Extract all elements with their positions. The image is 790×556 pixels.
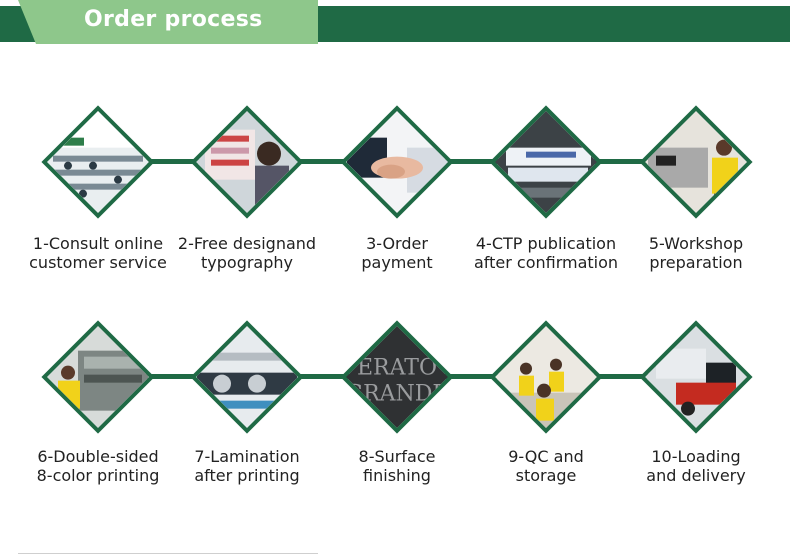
step-7-label-line-1: 7-Lamination xyxy=(194,447,300,466)
step-6-image xyxy=(41,320,155,434)
step-10-image xyxy=(639,320,753,434)
step-8-label-line-2: finishing xyxy=(363,466,431,485)
step-5-label-line-2: preparation xyxy=(649,253,743,272)
step-5-image xyxy=(639,105,753,219)
bottom-divider xyxy=(18,553,318,554)
step-3-image xyxy=(340,105,454,219)
svg-text:GRANDE: GRANDE xyxy=(346,382,449,407)
step-5-label: 5-Workshop preparation xyxy=(621,234,771,272)
step-4-label: 4-CTP publication after confirmation xyxy=(466,234,626,272)
step-2-label-line-1: 2-Free designand xyxy=(177,234,317,253)
step-4-label-line-2: after confirmation xyxy=(473,253,619,272)
step-9-label-line-2: storage xyxy=(515,466,577,485)
step-9-label: 9-QC and storage xyxy=(471,447,621,485)
step-6-label-line-1: 6-Double-sided xyxy=(37,447,159,466)
step-10-label: 10-Loading and delivery xyxy=(621,447,771,485)
step-1-label-line-2: customer service xyxy=(29,253,167,272)
step-2-image xyxy=(190,105,304,219)
step-2-label: 2-Free designand typography xyxy=(172,234,322,272)
step-4-image xyxy=(489,105,603,219)
step-7-image xyxy=(190,320,304,434)
step-3-label-line-1: 3-Order xyxy=(366,234,428,253)
page-title: Order process xyxy=(84,7,263,32)
step-8-image: ERATO GRANDE xyxy=(340,320,454,434)
step-3-label-line-2: payment xyxy=(361,253,433,272)
step-9-image xyxy=(489,320,603,434)
step-8-label-line-1: 8-Surface xyxy=(358,447,436,466)
step-7-label-line-2: after printing xyxy=(194,466,300,485)
step-1-image xyxy=(41,105,155,219)
step-3-label: 3-Order payment xyxy=(322,234,472,272)
step-7-label: 7-Lamination after printing xyxy=(172,447,322,485)
step-5-label-line-1: 5-Workshop xyxy=(648,234,744,253)
step-6-label: 6-Double-sided 8-color printing xyxy=(23,447,173,485)
step-9-label-line-1: 9-QC and xyxy=(508,447,584,466)
step-4-label-line-1: 4-CTP publication xyxy=(475,234,617,253)
step-8-label: 8-Surface finishing xyxy=(322,447,472,485)
step-10-label-line-1: 10-Loading xyxy=(651,447,741,466)
step-1-label: 1-Consult online customer service xyxy=(23,234,173,272)
step-10-label-line-2: and delivery xyxy=(646,466,746,485)
step-6-label-line-2: 8-color printing xyxy=(36,466,160,485)
step-2-label-line-2: typography xyxy=(201,253,293,272)
svg-text:ERATO: ERATO xyxy=(357,356,437,381)
step-1-label-line-1: 1-Consult online xyxy=(32,234,164,253)
header-tab xyxy=(18,0,318,44)
